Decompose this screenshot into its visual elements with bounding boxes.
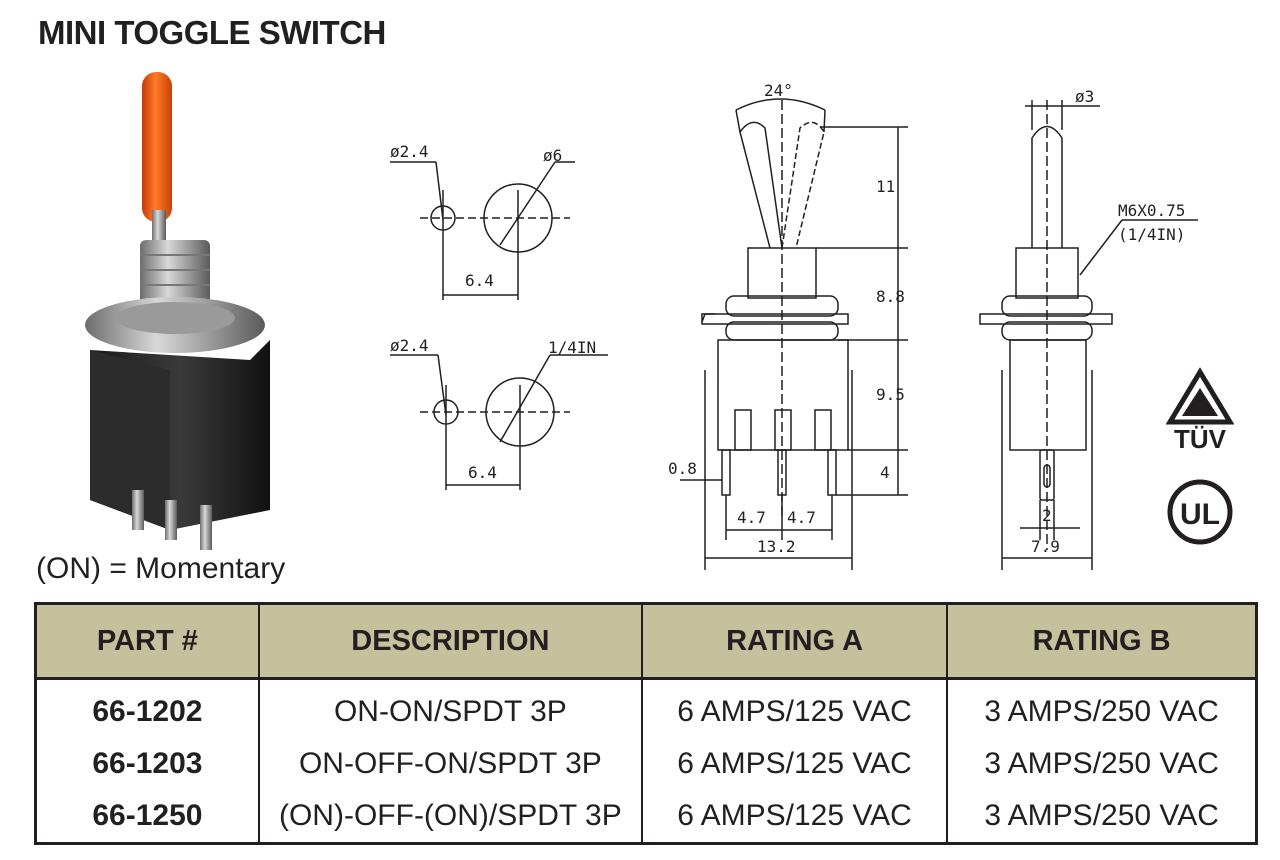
dim-pitch-left: 4.7 bbox=[737, 508, 766, 527]
dim-terminal-thickness: 2 bbox=[1042, 506, 1052, 525]
rating-a-cell: 6 AMPS/125 VAC bbox=[640, 678, 948, 738]
dim-thread-imperial: (1/4IN) bbox=[1118, 225, 1185, 244]
dim-spacing-2: 6.4 bbox=[468, 463, 497, 482]
dim-lever-length: 11 bbox=[876, 177, 895, 196]
rating-a-cell: 6 AMPS/125 VAC bbox=[640, 738, 948, 790]
page-title: MINI TOGGLE SWITCH bbox=[38, 14, 386, 51]
dim-terminal-length: 4 bbox=[880, 463, 890, 482]
panel-cutout-round bbox=[390, 161, 575, 300]
dim-terminal-width: 0.8 bbox=[668, 459, 697, 478]
rating-b-cell: 3 AMPS/250 VAC bbox=[946, 678, 1257, 738]
dim-pitch-right: 4.7 bbox=[787, 508, 816, 527]
header-part: PART # bbox=[34, 603, 259, 680]
side-view bbox=[979, 100, 1198, 570]
part-number: 66-1203 bbox=[34, 738, 259, 790]
dim-hole-large-1: ø6 bbox=[543, 146, 562, 165]
dim-hole-large-2: 1/4IN bbox=[548, 338, 596, 357]
table-header-row: PART # DESCRIPTION RATING A RATING B bbox=[34, 603, 1257, 680]
part-number: 66-1202 bbox=[34, 678, 259, 738]
dim-spacing-1: 6.4 bbox=[465, 271, 494, 290]
dim-lever-diameter: ø3 bbox=[1075, 87, 1094, 106]
ul-label: UL bbox=[1180, 498, 1220, 531]
dim-body-height: 9.5 bbox=[876, 385, 905, 404]
panel-cutout-keyed bbox=[390, 354, 608, 490]
switch-photo bbox=[85, 72, 270, 550]
rating-b-cell: 3 AMPS/250 VAC bbox=[946, 738, 1257, 790]
dim-hole-small-1: ø2.4 bbox=[390, 142, 429, 161]
part-number: 66-1250 bbox=[34, 790, 259, 844]
header-rating-b: RATING B bbox=[946, 603, 1257, 680]
ul-icon: UL bbox=[1167, 479, 1233, 545]
description-cell: ON-OFF-ON/SPDT 3P bbox=[257, 738, 642, 790]
dim-hole-small-2: ø2.4 bbox=[390, 336, 429, 355]
tuv-label: TÜV bbox=[1174, 424, 1227, 454]
rating-a-cell: 6 AMPS/125 VAC bbox=[640, 790, 948, 844]
dim-bushing-length: 8.8 bbox=[876, 287, 905, 306]
header-rating-a: RATING A bbox=[640, 603, 948, 680]
dim-body-width: 13.2 bbox=[757, 537, 796, 556]
header-description: DESCRIPTION bbox=[257, 603, 642, 680]
description-cell: (ON)-OFF-(ON)/SPDT 3P bbox=[257, 790, 642, 844]
dim-body-depth: 7.9 bbox=[1031, 537, 1060, 556]
dim-thread-metric: M6X0.75 bbox=[1118, 201, 1185, 220]
certification-logos: TÜV UL bbox=[1165, 367, 1235, 545]
front-view bbox=[680, 98, 908, 570]
parts-table: PART # DESCRIPTION RATING A RATING B 66-… bbox=[34, 602, 1258, 845]
description-cell: ON-ON/SPDT 3P bbox=[257, 678, 642, 738]
momentary-note: (ON) = Momentary bbox=[36, 552, 286, 585]
table-row: 66-1203 ON-OFF-ON/SPDT 3P 6 AMPS/125 VAC… bbox=[34, 738, 1257, 790]
rating-b-cell: 3 AMPS/250 VAC bbox=[946, 790, 1257, 844]
dim-angle: 24° bbox=[764, 81, 793, 100]
table-row: 66-1202 ON-ON/SPDT 3P 6 AMPS/125 VAC 3 A… bbox=[34, 678, 1257, 738]
table-row: 66-1250 (ON)-OFF-(ON)/SPDT 3P 6 AMPS/125… bbox=[34, 790, 1257, 844]
tuv-icon: TÜV bbox=[1165, 367, 1235, 454]
dimension-drawing: ø2.4 ø6 6.4 ø2.4 1/4IN 6.4 bbox=[390, 81, 1198, 570]
